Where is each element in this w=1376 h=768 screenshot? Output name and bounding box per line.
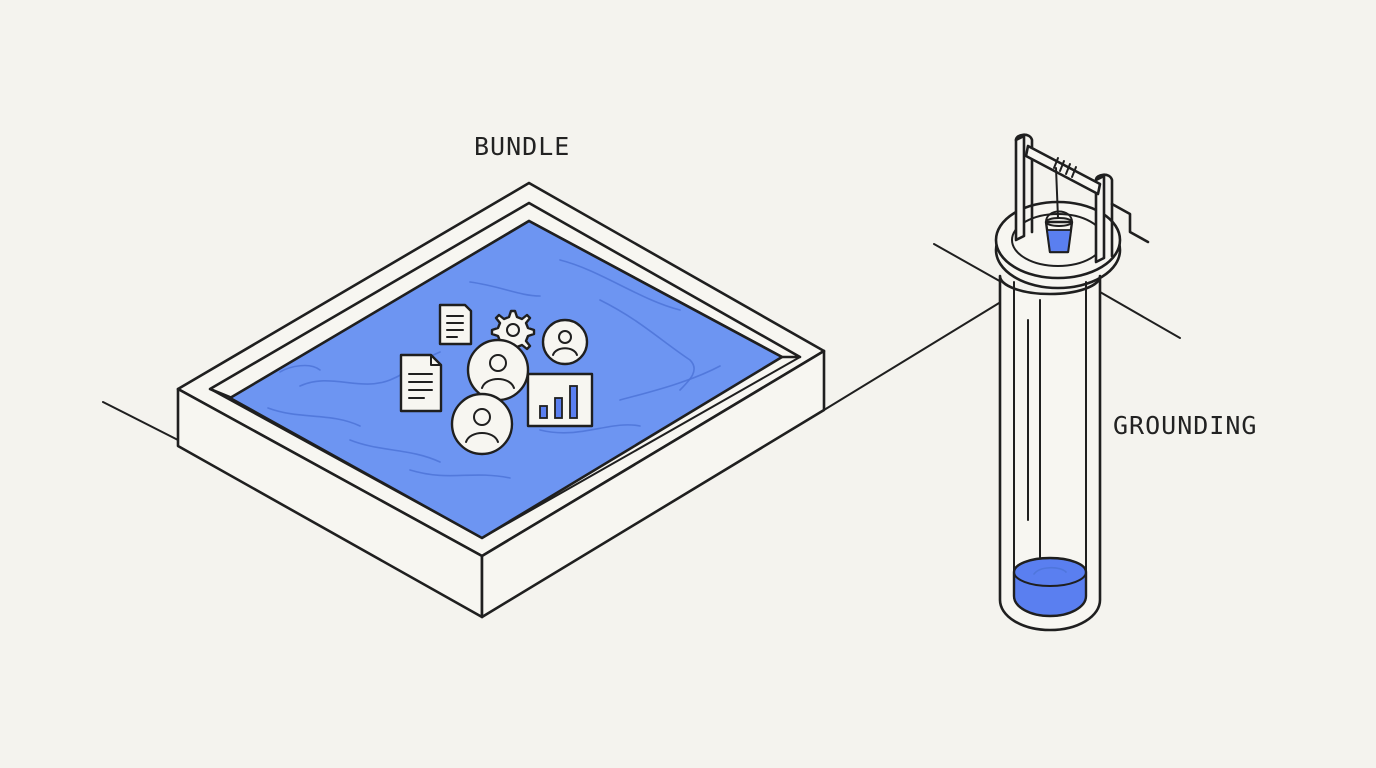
- well-water-surface: [1013, 557, 1087, 587]
- ground-lines: [102, 243, 1181, 441]
- bundle-label: BUNDLE: [474, 132, 570, 161]
- bundle-pool: [176, 181, 826, 619]
- well-crank: [1110, 202, 1150, 244]
- pool-side-right: [480, 349, 826, 619]
- ground-line-well-right: [1099, 291, 1181, 339]
- user-icon: [450, 392, 514, 456]
- well-crossbar: [1024, 144, 1102, 196]
- ground-line-left: [102, 401, 179, 441]
- well-rope: [1055, 167, 1059, 219]
- floating-icons: [399, 303, 594, 456]
- document-icon: [399, 353, 443, 413]
- well-icon: [994, 133, 1150, 632]
- document-icon: [438, 303, 473, 346]
- user-icon: [466, 338, 530, 402]
- bucket-icon: [1044, 210, 1074, 254]
- pool-inner-ledge: [209, 356, 801, 539]
- ground-line-connector: [823, 299, 1005, 411]
- well-post-left: [1014, 134, 1026, 242]
- well-shaft: [998, 274, 1102, 632]
- grounding-label: GROUNDING: [1113, 411, 1257, 440]
- well-post-right: [1094, 174, 1106, 264]
- well-rope-coil: [1053, 157, 1077, 178]
- bar-chart-icon: [526, 372, 594, 428]
- user-icon: [541, 318, 589, 366]
- water-ripples: [267, 259, 721, 479]
